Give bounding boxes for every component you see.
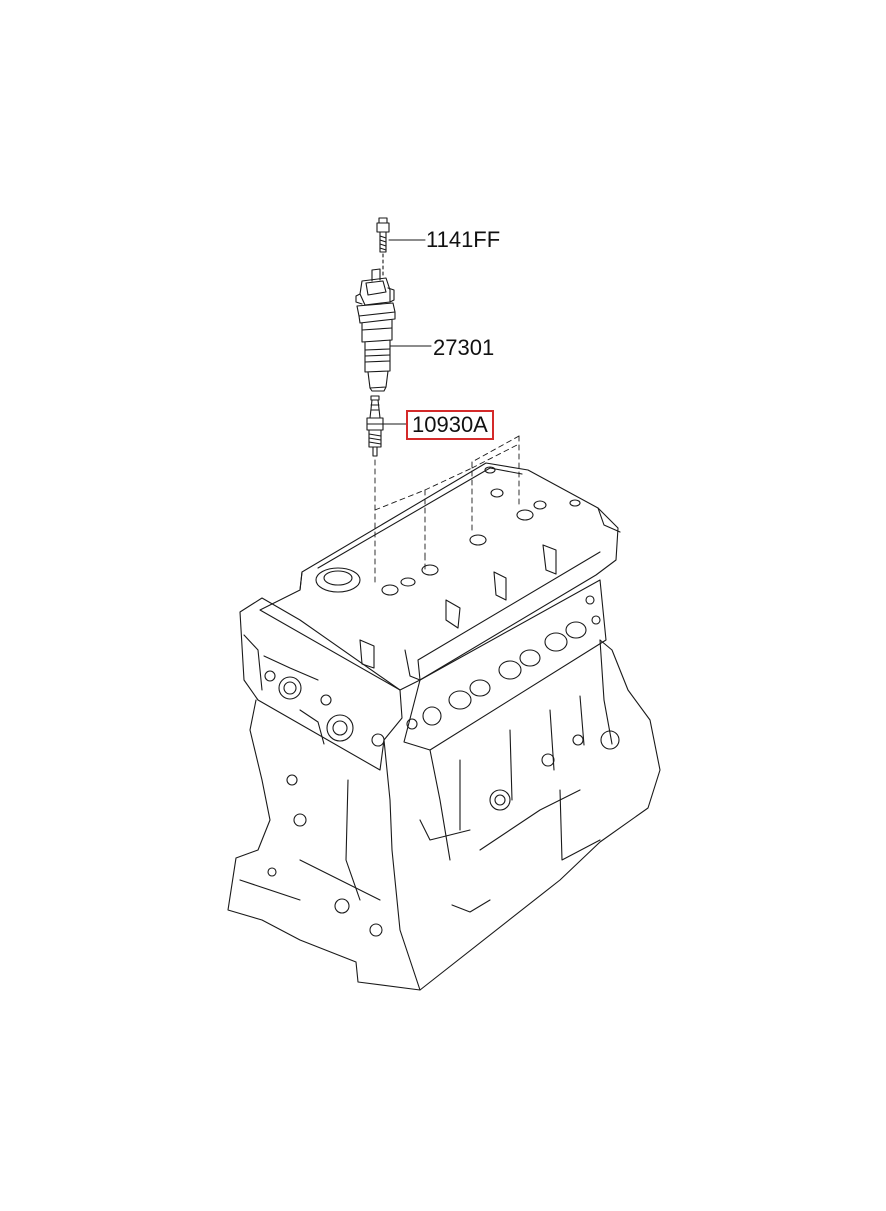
engine-block-illustration	[227, 462, 661, 991]
part-number-1141FF[interactable]: 1141FF	[426, 227, 501, 252]
ignition-coil-illustration	[355, 268, 396, 392]
part-number-27301[interactable]: 27301	[433, 335, 495, 360]
bolt-illustration	[376, 217, 390, 253]
installation-guide-lines	[374, 435, 520, 586]
spark-plug-illustration	[366, 395, 384, 457]
part-number-10930A-highlighted[interactable]: 10930A	[406, 410, 494, 440]
